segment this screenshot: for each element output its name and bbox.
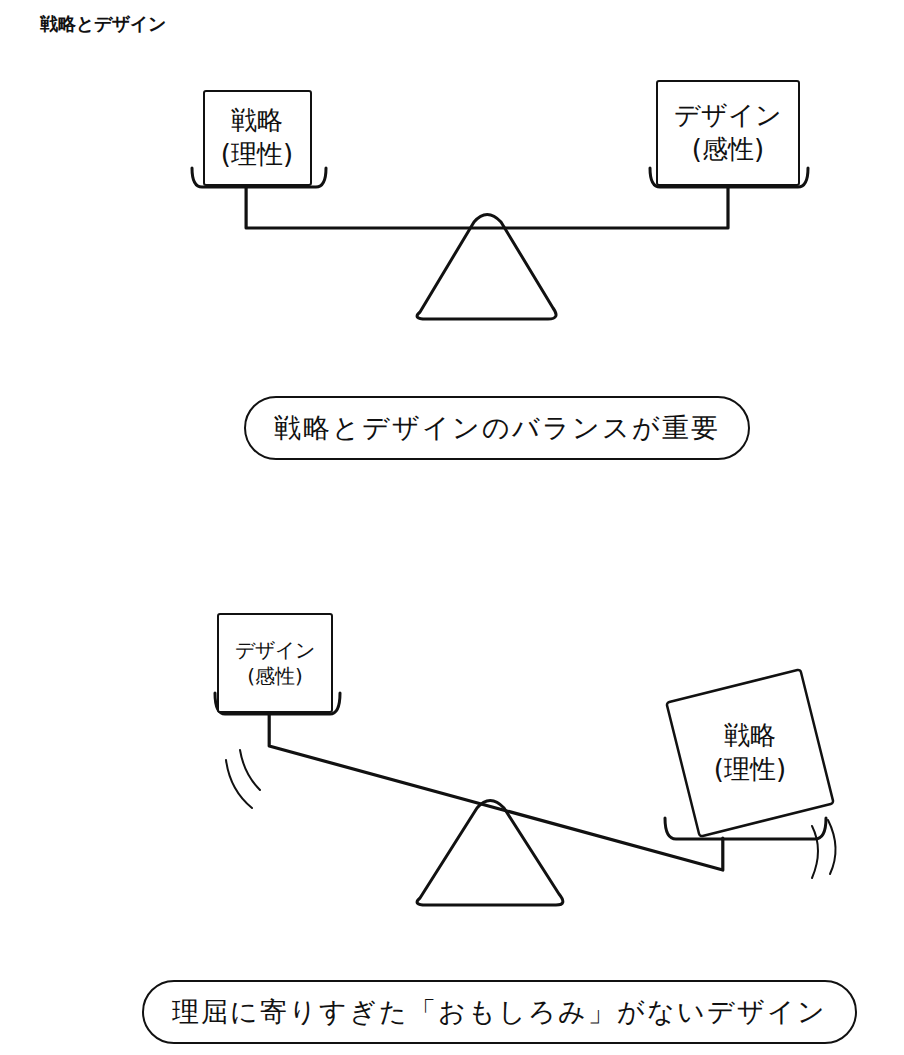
caption-text: 戦略とデザインのバランスが重要 [274,410,720,445]
caption-pill: 理屈に寄りすぎた「おもしろみ」がないデザイン [142,980,857,1044]
text-wrap: デザイン (感性) [674,99,782,167]
text-wrap: 理屈に寄りすぎた「おもしろみ」がないデザイン [172,994,827,1029]
box-label: デザイン (感性) [235,637,315,689]
weight-box: 戦略 (理性) [665,668,835,838]
text-wrap: 戦略 (理性) [221,104,293,172]
text-wrap: 戦略とデザインのバランスが重要 [274,410,720,445]
caption-text: 理屈に寄りすぎた「おもしろみ」がないデザイン [172,994,827,1029]
box-label: デザイン (感性) [674,99,782,167]
motion-mark [828,820,836,874]
weight-box: 戦略 (理性) [203,90,312,186]
weight-box: デザイン (感性) [656,80,800,186]
caption-pill: 戦略とデザインのバランスが重要 [244,396,750,460]
diagram-title: 戦略とデザイン [40,12,166,36]
seesaw-beam [269,713,723,870]
text-wrap: 戦略 (理性) [714,719,786,787]
box-label: 戦略 (理性) [714,719,786,787]
text-wrap: デザイン (感性) [235,637,315,689]
box-outline [665,668,835,838]
box-label: 戦略 (理性) [221,104,293,172]
motion-mark [226,760,252,808]
motion-mark [812,826,818,878]
weight-box: デザイン (感性) [217,613,333,713]
fulcrum [417,801,563,906]
motion-mark [240,750,260,790]
seesaw-beam [246,186,728,228]
box-outline [666,669,833,836]
fulcrum [417,215,556,320]
